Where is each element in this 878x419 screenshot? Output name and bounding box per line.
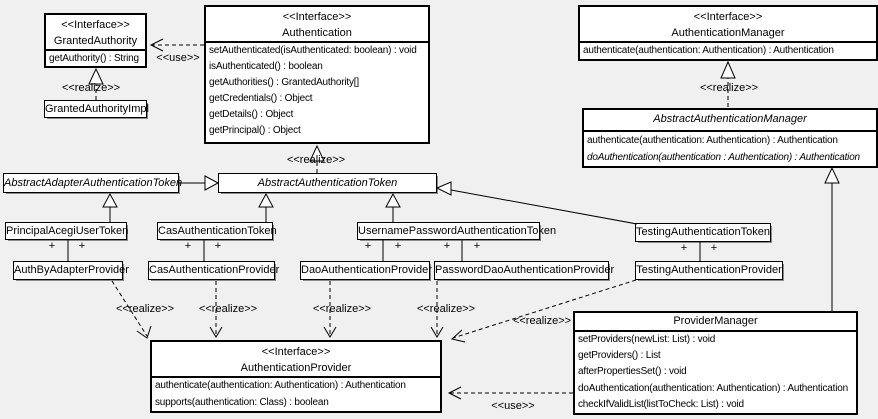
class-name: CasAuthenticationToken [158, 225, 277, 237]
method-row: getPrincipal() : Object [209, 125, 301, 137]
class-name: GrantedAuthorityImpl [45, 103, 149, 115]
class-abstract-adapter-authentication-token[interactable]: AbstractAdapterAuthenticationToken [3, 173, 183, 193]
method-row: doAuthentication(authentication : Authen… [587, 152, 860, 163]
class-name: UsernamePasswordAuthenticationToken [358, 225, 557, 237]
class-dao-authentication-provider[interactable]: DaoAuthenticationProvider [300, 261, 432, 280]
method-row: authenticate(authentication: Authenticat… [583, 45, 834, 56]
open-arrowhead [447, 386, 462, 400]
stereotype-label: <<Interface>> [282, 11, 352, 23]
hollow-triangle-arrowhead [720, 60, 736, 79]
multiplicity-plus: + [680, 242, 688, 254]
multiplicity-plus: + [184, 240, 192, 252]
edge-gen-testing-token [450, 189, 638, 225]
class-cas-authentication-token[interactable]: CasAuthenticationToken [157, 222, 277, 240]
hollow-triangle-arrowhead [824, 166, 840, 184]
class-authentication-provider[interactable]: <<Interface>> AuthenticationProvider aut… [150, 340, 442, 413]
stereotype-label: <<Interface>> [693, 11, 763, 23]
multiplicity-plus: + [443, 240, 451, 252]
hollow-triangle-arrowhead [435, 181, 452, 196]
class-principal-acegi-user-token[interactable]: PrincipalAcegiUserToken [5, 222, 129, 240]
stereotype-label: <<Interface>> [261, 346, 331, 358]
class-granted-authority[interactable]: <<Interface>> GrantedAuthority getAuthor… [44, 13, 147, 68]
open-arrowhead [450, 329, 466, 343]
class-username-password-authentication-token[interactable]: UsernamePasswordAuthenticationToken [357, 222, 556, 240]
class-name: AbstractAuthenticationManager [584, 110, 876, 132]
hollow-triangle-arrowhead [102, 192, 118, 208]
class-header: <<Interface>> GrantedAuthority [46, 15, 145, 51]
class-password-dao-authentication-provider[interactable]: PasswordDaoAuthenticationProvider [434, 261, 614, 280]
multiplicity-plus: + [364, 240, 372, 252]
multiplicity-plus: + [710, 242, 718, 254]
class-name: PasswordDaoAuthenticationProvider [435, 264, 615, 276]
open-arrowhead [430, 326, 444, 338]
class-authentication-manager[interactable]: <<Interface>> AuthenticationManager auth… [578, 5, 878, 61]
method-row: checkIfValidList(listToCheck: List) : vo… [578, 398, 744, 410]
class-abstract-authentication-manager[interactable]: AbstractAuthenticationManager authentica… [582, 108, 878, 168]
class-authentication[interactable]: <<Interface>> Authentication setAuthenti… [204, 5, 430, 144]
multiplicity-plus: + [48, 240, 56, 252]
method-row: authenticate(authentication: Authenticat… [587, 135, 838, 146]
class-name: TestingAuthenticationToken [636, 226, 770, 238]
hollow-triangle-arrowhead [258, 192, 274, 208]
stereotype-label: <<Interface>> [61, 19, 130, 31]
class-name: AuthenticationManager [671, 27, 785, 39]
method-row: setProviders(newList: List) : void [578, 334, 716, 345]
class-name: PrincipalAcegiUserToken [6, 225, 129, 237]
class-name: AuthenticationProvider [240, 362, 352, 374]
class-name: GrantedAuthority [53, 35, 138, 47]
class-name: AuthByAdapterProvider [14, 264, 129, 276]
class-name: AbstractAdapterAuthenticationToken [4, 177, 183, 189]
class-name: CasAuthenticationProvider [149, 264, 280, 276]
method-row: getAuthorities() : GrantedAuthority[] [209, 77, 359, 89]
class-testing-authentication-provider[interactable]: TestingAuthenticationProvider [635, 261, 783, 280]
edge-label-realize: <<realize>> [312, 303, 372, 315]
hollow-triangle-arrowhead [204, 175, 220, 191]
class-granted-authority-impl[interactable]: GrantedAuthorityImpl [44, 100, 149, 118]
class-auth-by-adapter-provider[interactable]: AuthByAdapterProvider [13, 261, 129, 280]
edge-label-realize: <<realize>> [286, 154, 346, 166]
method-row: supports(authentication: Class) : boolea… [155, 396, 329, 408]
edge-label-realize: <<realize>> [699, 82, 759, 94]
method-row: getAuthority() : String [49, 53, 139, 64]
multiplicity-plus: + [78, 240, 86, 252]
edge-label-realize: <<realize>> [416, 303, 476, 315]
open-arrowhead [209, 326, 223, 338]
open-arrowhead [149, 38, 164, 52]
open-arrowhead [323, 326, 337, 338]
method-row: doAuthentication(authentication: Authent… [578, 382, 848, 394]
class-provider-manager[interactable]: ProviderManager setProviders(newList: Li… [573, 311, 858, 415]
method-row: getCredentials() : Object [209, 93, 313, 105]
class-name: TestingAuthenticationProvider [636, 264, 782, 276]
method-row: authenticate(authentication: Authenticat… [155, 380, 406, 391]
edge-label-realize: <<realize>> [61, 82, 121, 94]
edge-label-realize: <<realize>> [198, 303, 258, 315]
method-row: setAuthenticated(isAuthenticated: boolea… [209, 45, 417, 56]
class-testing-authentication-token[interactable]: TestingAuthenticationToken [635, 223, 771, 242]
class-header: <<Interface>> AuthenticationManager [580, 7, 876, 43]
hollow-triangle-arrowhead [385, 192, 401, 208]
edge-label-use: <<use>> [491, 400, 535, 412]
class-name: ProviderManager [575, 313, 856, 332]
class-header: <<Interface>> AuthenticationProvider [152, 342, 440, 378]
method-row: getProviders() : List [578, 350, 661, 362]
class-name: Authentication [282, 27, 352, 39]
edge-label-realize: <<realize>> [115, 303, 175, 315]
open-arrowhead [136, 325, 152, 339]
multiplicity-plus: + [394, 240, 402, 252]
class-cas-authentication-provider[interactable]: CasAuthenticationProvider [148, 261, 279, 280]
method-row: getDetails() : Object [209, 109, 294, 121]
multiplicity-plus: + [214, 240, 222, 252]
class-header: <<Interface>> Authentication [206, 7, 428, 43]
multiplicity-plus: + [473, 240, 481, 252]
class-abstract-authentication-token[interactable]: AbstractAuthenticationToken [218, 173, 437, 193]
method-row: isAuthenticated() : boolean [209, 61, 323, 73]
class-name: AbstractAuthenticationToken [257, 177, 398, 189]
class-name: DaoAuthenticationProvider [301, 264, 432, 276]
method-row: afterPropertiesSet() : void [578, 366, 687, 378]
edge-label-realize: <<realize>> [512, 315, 572, 327]
edge-label-use: <<use>> [156, 52, 200, 64]
